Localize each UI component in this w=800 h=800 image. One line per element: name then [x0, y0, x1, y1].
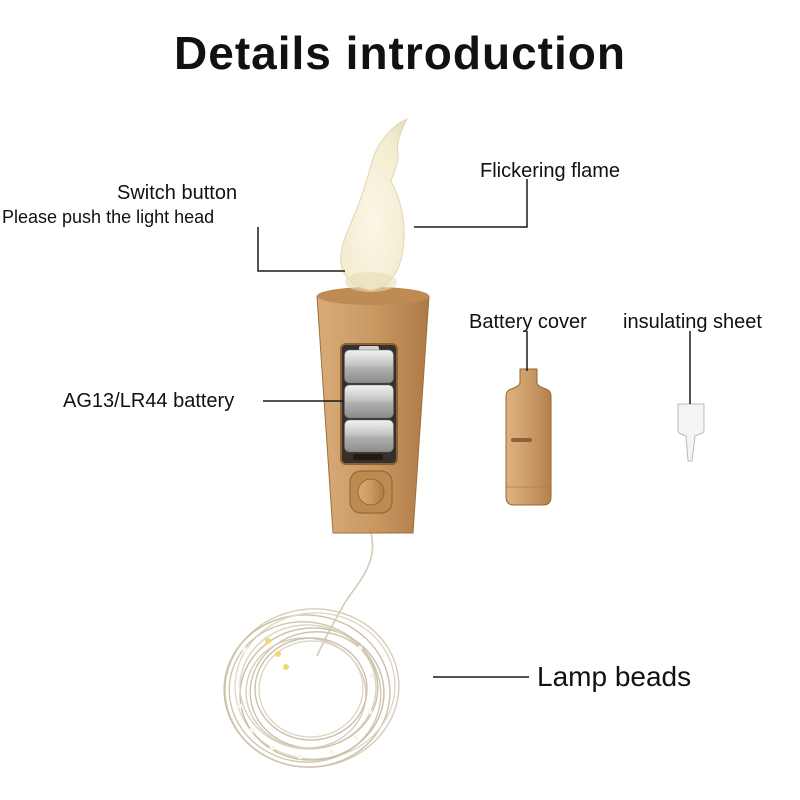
callout-line-flickering-flame: [414, 179, 528, 228]
page-title: Details introduction: [174, 27, 626, 79]
lamp-beads-coil: [223, 608, 400, 768]
label-switch-button: Switch button: [117, 182, 238, 204]
label-lamp-beads: Lamp beads: [537, 661, 692, 692]
label-battery-cover: Battery cover: [469, 311, 587, 333]
label-switch-button-note: Please push the light head: [2, 207, 215, 227]
label-insulating-sheet: insulating sheet: [623, 311, 762, 333]
switch-button-graphic[interactable]: [349, 470, 393, 514]
label-battery: AG13/LR44 battery: [63, 390, 235, 412]
callout-line-switch-button: [257, 227, 345, 272]
battery-compartment: [340, 343, 398, 465]
lamp-beads-dots: [235, 638, 375, 760]
insulating-sheet-graphic: [677, 403, 705, 462]
flame-graphic: [340, 118, 409, 292]
battery-cover-graphic: [505, 368, 552, 506]
battery-stack: [344, 349, 394, 453]
label-flickering-flame: Flickering flame: [480, 160, 621, 182]
